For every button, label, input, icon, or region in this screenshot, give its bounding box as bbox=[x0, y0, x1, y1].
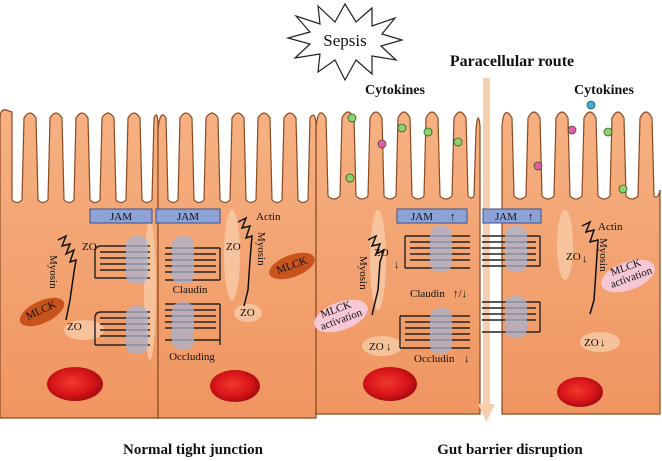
myosin-label-2: Myosin bbox=[255, 232, 267, 266]
cytokine-dot bbox=[345, 173, 355, 183]
cytokine-dot bbox=[618, 184, 628, 194]
occludin-label: Occludin bbox=[414, 353, 455, 365]
paracellular-arrow bbox=[478, 78, 495, 422]
cytokine-dot bbox=[397, 123, 407, 133]
mlck-group bbox=[19, 252, 655, 333]
nucleus-3 bbox=[363, 367, 417, 401]
cytokines-label-left: Cytokines bbox=[365, 83, 425, 98]
cytokine-dot bbox=[347, 113, 357, 123]
mlck-activation-ellipse-1 bbox=[314, 299, 368, 333]
jam-label-1: JAM bbox=[110, 211, 132, 223]
zo-down-arrow-4: ↓ bbox=[600, 337, 606, 349]
jam-right-1 bbox=[396, 208, 468, 224]
zo-label-3: ZO bbox=[67, 321, 82, 333]
jam-up-arrow-1: ↑ bbox=[450, 211, 456, 223]
sepsis-burst bbox=[285, 2, 405, 82]
claudin-label-right: Claudin bbox=[410, 288, 445, 300]
nuclei bbox=[47, 367, 603, 407]
zo-down-arrow-1: ↓ bbox=[394, 259, 400, 271]
claudin-label-left: Claudin bbox=[173, 284, 208, 296]
zo-label-2: ZO bbox=[226, 241, 241, 253]
jam-label-3: JAM bbox=[411, 211, 433, 223]
jam-boxes bbox=[89, 208, 542, 224]
cytokine-dot bbox=[586, 100, 596, 110]
caption-gut-barrier-disruption: Gut barrier disruption bbox=[437, 442, 583, 458]
occludin-down-arrow: ↓ bbox=[464, 353, 470, 365]
zo-label-6: ZO bbox=[566, 251, 581, 263]
cytokine-dot bbox=[603, 127, 613, 137]
sepsis-label: Sepsis bbox=[323, 31, 366, 50]
myosin-label-3: Myosin bbox=[357, 256, 369, 290]
myosin-label-1: Myosin bbox=[47, 255, 59, 289]
zo-label-8: ZO bbox=[584, 337, 599, 349]
actin-filaments bbox=[57, 216, 599, 321]
actin-label-left: Actin bbox=[256, 211, 281, 223]
cytokine-dot bbox=[533, 161, 543, 171]
cytokine-dot bbox=[567, 125, 577, 135]
mlck-ellipse-2 bbox=[269, 252, 315, 280]
jam-right-2 bbox=[482, 208, 542, 224]
nucleus-1 bbox=[47, 367, 103, 401]
jam-left-2 bbox=[155, 208, 221, 224]
cytokine-dots bbox=[345, 100, 628, 194]
nucleus-4 bbox=[557, 377, 603, 407]
myosin-label-4: Myosin bbox=[597, 238, 609, 272]
zo-label-4: ZO bbox=[240, 307, 255, 319]
paracellular-route-title: Paracellular route bbox=[450, 53, 574, 70]
zo-label-7: ZO bbox=[369, 341, 384, 353]
claudin-updown-arrows: ↑/↓ bbox=[453, 288, 467, 300]
zo-label-5: ZO bbox=[374, 247, 389, 259]
zo-down-arrow-3: ↓ bbox=[386, 341, 392, 353]
cytokine-dot bbox=[377, 139, 387, 149]
occluding-label: Occluding bbox=[169, 351, 215, 363]
cytokine-dot bbox=[453, 137, 463, 147]
jam-left-1 bbox=[89, 208, 153, 224]
jam-label-2: JAM bbox=[177, 211, 199, 223]
actin-label-right: Actin bbox=[598, 221, 623, 233]
caption-normal-tight-junction: Normal tight junction bbox=[123, 442, 264, 458]
cytokine-dot bbox=[423, 127, 433, 137]
cytokines-label-right: Cytokines bbox=[574, 83, 634, 98]
zo-down-arrow-2: ↓ bbox=[582, 253, 588, 265]
jam-up-arrow-2: ↑ bbox=[528, 211, 534, 223]
mlck-ellipse-1 bbox=[19, 297, 65, 327]
cell-1 bbox=[0, 109, 159, 419]
jam-label-4: JAM bbox=[495, 211, 517, 223]
membrane-protein-blobs bbox=[126, 226, 527, 354]
mlck-activation-ellipse-2 bbox=[601, 259, 655, 293]
zo-label-1: ZO bbox=[82, 241, 97, 253]
nucleus-2 bbox=[210, 370, 260, 402]
